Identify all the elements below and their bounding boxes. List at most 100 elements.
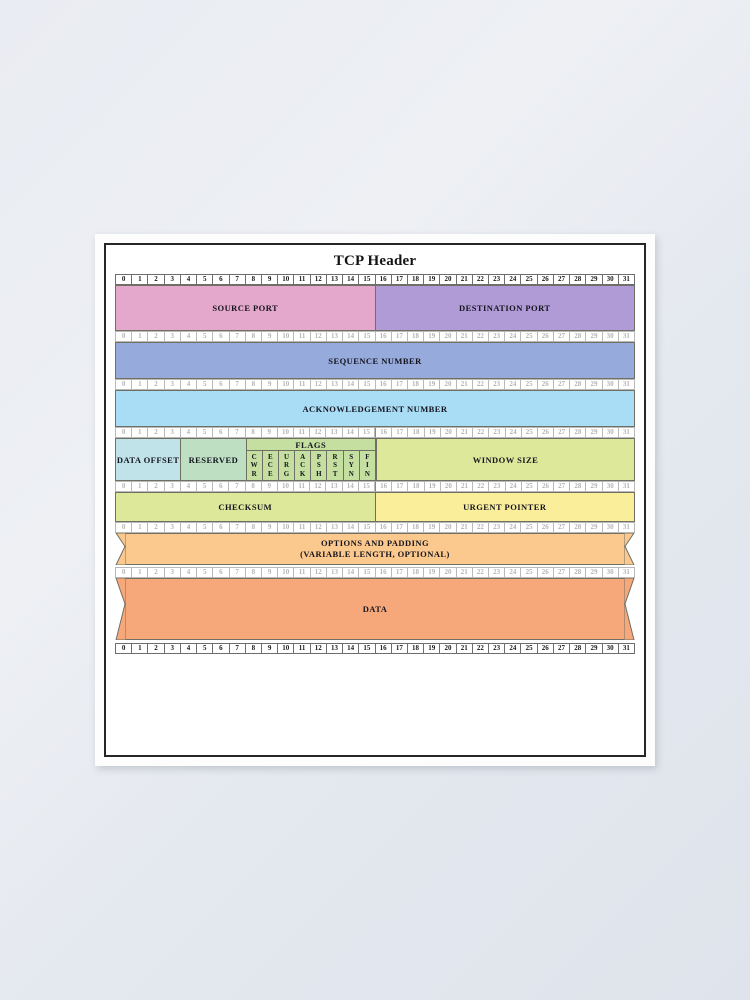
bit-tick-16: 16 xyxy=(375,567,392,578)
bit-tick-17: 17 xyxy=(391,522,408,533)
bit-tick-15: 15 xyxy=(359,567,376,578)
bit-tick-0: 0 xyxy=(115,427,133,438)
bit-tick-10: 10 xyxy=(278,567,295,578)
bit-tick-14: 14 xyxy=(343,331,360,342)
bit-tick-31: 31 xyxy=(618,522,635,533)
bit-tick-2: 2 xyxy=(148,522,165,533)
bit-tick-9: 9 xyxy=(261,643,279,654)
bit-tick-4: 4 xyxy=(180,481,197,492)
bit-tick-7: 7 xyxy=(229,379,246,390)
field-window-size: WINDOW SIZE xyxy=(376,438,635,481)
bit-tick-16: 16 xyxy=(375,274,392,285)
bit-tick-28: 28 xyxy=(570,567,587,578)
bit-tick-17: 17 xyxy=(392,427,409,438)
bit-tick-18: 18 xyxy=(408,427,425,438)
bit-tick-17: 17 xyxy=(392,481,409,492)
flag-letter: F xyxy=(365,452,370,461)
bit-tick-4: 4 xyxy=(180,643,198,654)
bit-tick-24: 24 xyxy=(505,481,522,492)
bit-tick-1: 1 xyxy=(132,481,149,492)
bit-tick-4: 4 xyxy=(180,331,198,342)
field-data-offset: DATA OFFSET xyxy=(115,438,182,481)
bit-tick-27: 27 xyxy=(554,481,571,492)
bit-tick-26: 26 xyxy=(537,427,555,438)
flag-letter: S xyxy=(349,452,354,461)
row-sequence: SEQUENCE NUMBER xyxy=(115,342,635,379)
bit-tick-26: 26 xyxy=(537,331,554,342)
bit-tick-28: 28 xyxy=(570,427,587,438)
row-data: DATA xyxy=(115,578,635,640)
bit-tick-10: 10 xyxy=(278,331,295,342)
bit-tick-30: 30 xyxy=(602,274,619,285)
bit-tick-25: 25 xyxy=(521,379,538,390)
bit-tick-31: 31 xyxy=(618,427,635,438)
bit-tick-11: 11 xyxy=(294,379,311,390)
bit-tick-30: 30 xyxy=(602,379,619,390)
bit-tick-13: 13 xyxy=(326,481,343,492)
bit-tick-27: 27 xyxy=(553,567,571,578)
torn-edge-right-icon xyxy=(624,533,635,565)
bit-tick-31: 31 xyxy=(618,643,635,654)
bit-tick-16: 16 xyxy=(375,643,392,654)
bit-tick-16: 16 xyxy=(375,481,393,492)
bit-tick-12: 12 xyxy=(310,427,327,438)
bit-tick-11: 11 xyxy=(294,522,311,533)
bit-tick-1: 1 xyxy=(132,331,149,342)
bit-tick-3: 3 xyxy=(164,567,181,578)
bit-tick-17: 17 xyxy=(391,274,408,285)
bit-tick-25: 25 xyxy=(521,481,538,492)
bit-tick-1: 1 xyxy=(132,522,149,533)
bit-tick-21: 21 xyxy=(456,331,473,342)
flag-letter: N xyxy=(364,469,370,478)
bit-tick-15: 15 xyxy=(358,427,375,438)
bit-tick-23: 23 xyxy=(489,427,506,438)
bit-tick-19: 19 xyxy=(424,331,441,342)
bit-tick-25: 25 xyxy=(521,567,538,578)
bit-tick-18: 18 xyxy=(407,567,425,578)
bit-tick-5: 5 xyxy=(197,522,214,533)
bit-tick-23: 23 xyxy=(489,481,506,492)
bit-tick-22: 22 xyxy=(472,379,490,390)
bit-tick-24: 24 xyxy=(505,427,522,438)
bit-tick-0: 0 xyxy=(115,522,133,533)
bit-tick-7: 7 xyxy=(229,427,246,438)
flag-letter: G xyxy=(283,469,290,478)
bit-tick-6: 6 xyxy=(213,567,230,578)
flag-letter: C xyxy=(267,461,273,470)
bit-tick-4: 4 xyxy=(180,274,198,285)
bit-tick-12: 12 xyxy=(310,274,327,285)
flag-letter: C xyxy=(300,461,306,470)
bit-tick-25: 25 xyxy=(521,331,538,342)
bit-tick-11: 11 xyxy=(294,481,311,492)
bit-tick-7: 7 xyxy=(229,274,246,285)
bit-tick-11: 11 xyxy=(294,274,311,285)
data-offset-line-1: DATA xyxy=(116,454,142,465)
bit-tick-6: 6 xyxy=(213,379,230,390)
bit-tick-31: 31 xyxy=(618,274,635,285)
bit-tick-14: 14 xyxy=(342,481,359,492)
bit-tick-13: 13 xyxy=(326,427,343,438)
bit-tick-23: 23 xyxy=(489,274,506,285)
bit-tick-12: 12 xyxy=(310,481,327,492)
bit-tick-0: 0 xyxy=(115,331,133,342)
bit-tick-18: 18 xyxy=(407,331,425,342)
flag-letter: P xyxy=(316,452,321,461)
bit-tick-17: 17 xyxy=(391,567,408,578)
bit-tick-10: 10 xyxy=(278,522,295,533)
bit-tick-11: 11 xyxy=(294,331,311,342)
bit-tick-28: 28 xyxy=(570,379,587,390)
bit-tick-30: 30 xyxy=(602,567,619,578)
bit-tick-12: 12 xyxy=(310,643,327,654)
bit-tick-15: 15 xyxy=(359,522,376,533)
bit-tick-11: 11 xyxy=(294,643,311,654)
bit-tick-24: 24 xyxy=(505,643,522,654)
